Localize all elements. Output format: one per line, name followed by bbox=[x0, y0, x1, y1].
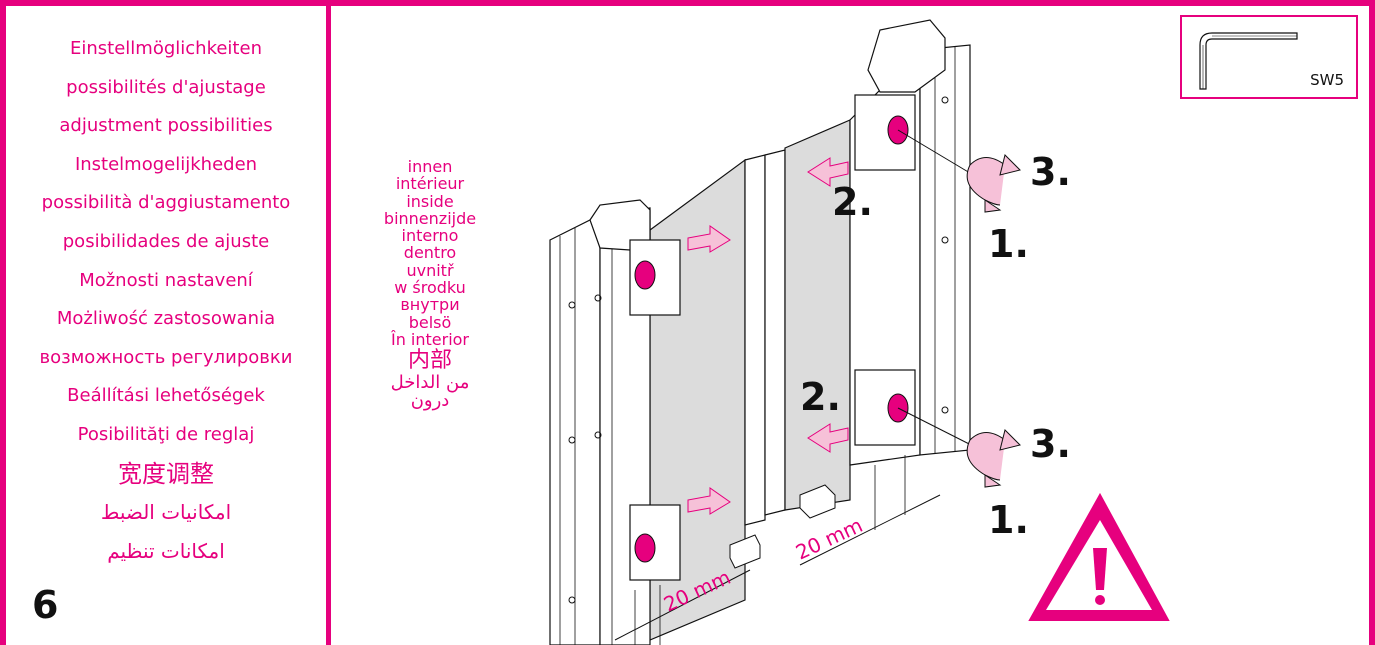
right-glass-panel bbox=[784, 119, 851, 511]
column-divider bbox=[326, 0, 331, 645]
language-fr: possibilités d'ajustage bbox=[66, 76, 266, 98]
inside-cz: uvnitř bbox=[406, 260, 454, 280]
left-lower-plate bbox=[629, 504, 681, 581]
inside-hu: belsö bbox=[408, 312, 452, 332]
left-upper-arrow bbox=[687, 225, 731, 253]
inside-es: dentro bbox=[403, 243, 457, 263]
step-3-upper: 3. bbox=[1030, 150, 1071, 194]
step-2-lower: 2. bbox=[800, 375, 841, 419]
right-dimension-line bbox=[799, 494, 941, 566]
language-it: possibilità d'aggiustamento bbox=[41, 192, 291, 214]
language-pl: Możliwość zastosowania bbox=[56, 308, 276, 330]
tool-size-label: SW5 bbox=[1310, 71, 1344, 89]
right-dimension-label: 20 mm bbox=[792, 513, 866, 565]
left-dimension-line bbox=[614, 569, 751, 641]
step-2-upper: 2. bbox=[832, 180, 873, 224]
tool-box: SW5 bbox=[1180, 15, 1358, 99]
step-1-lower: 1. bbox=[988, 498, 1029, 542]
language-zh: 宽度调整 bbox=[118, 459, 214, 488]
inside-label-list: innen intérieur inside binnenzijde inter… bbox=[340, 158, 520, 410]
inside-it: interno bbox=[401, 226, 459, 246]
inside-pl: w środku bbox=[394, 278, 466, 298]
left-upper-screw bbox=[634, 260, 656, 290]
inside-nl: binnenzijde bbox=[383, 208, 477, 228]
inside-ro: În interior bbox=[390, 329, 470, 349]
language-de: Einstellmöglichkeiten bbox=[70, 38, 262, 59]
inside-ru: внутри bbox=[400, 295, 460, 315]
language-cz: Možnosti nastavení bbox=[79, 269, 253, 291]
right-lower-arrow bbox=[807, 423, 849, 453]
left-top-bracket bbox=[589, 199, 651, 251]
language-ar: امكانيات الضبط bbox=[100, 500, 232, 525]
inside-zh: 内部 bbox=[407, 348, 452, 374]
language-es: posibilidades de ajuste bbox=[62, 230, 270, 252]
language-en: adjustment possibilities bbox=[59, 115, 273, 137]
lower-rotation-arrow bbox=[966, 432, 1006, 481]
left-lower-screw bbox=[634, 533, 656, 563]
step-1-upper: 1. bbox=[988, 222, 1029, 266]
inside-fa: درون bbox=[410, 390, 450, 412]
language-ro: Posibilităţi de reglaj bbox=[77, 423, 255, 445]
hex-key-icon bbox=[1199, 32, 1298, 90]
language-hu: Beállítási lehetőségek bbox=[67, 385, 265, 407]
language-list: Einstellmöglichkeiten possibilités d'aju… bbox=[6, 30, 326, 570]
inside-en: inside bbox=[406, 191, 454, 211]
language-fa: امكانات تنظيم bbox=[107, 538, 225, 563]
page-number: 6 bbox=[32, 583, 59, 627]
inside-de: innen bbox=[407, 157, 453, 176]
language-nl: Instelmogelijkheden bbox=[74, 153, 258, 175]
upper-rotation-arrow bbox=[966, 157, 1006, 206]
right-top-bracket bbox=[867, 19, 946, 93]
inside-ar: من الداخل bbox=[390, 372, 470, 394]
right-upper-arrow bbox=[807, 157, 849, 187]
inside-fr: intérieur bbox=[395, 174, 465, 194]
left-lower-arrow bbox=[687, 487, 731, 515]
language-ru: возможность регулировки bbox=[39, 346, 293, 368]
step-3-lower: 3. bbox=[1030, 422, 1071, 466]
